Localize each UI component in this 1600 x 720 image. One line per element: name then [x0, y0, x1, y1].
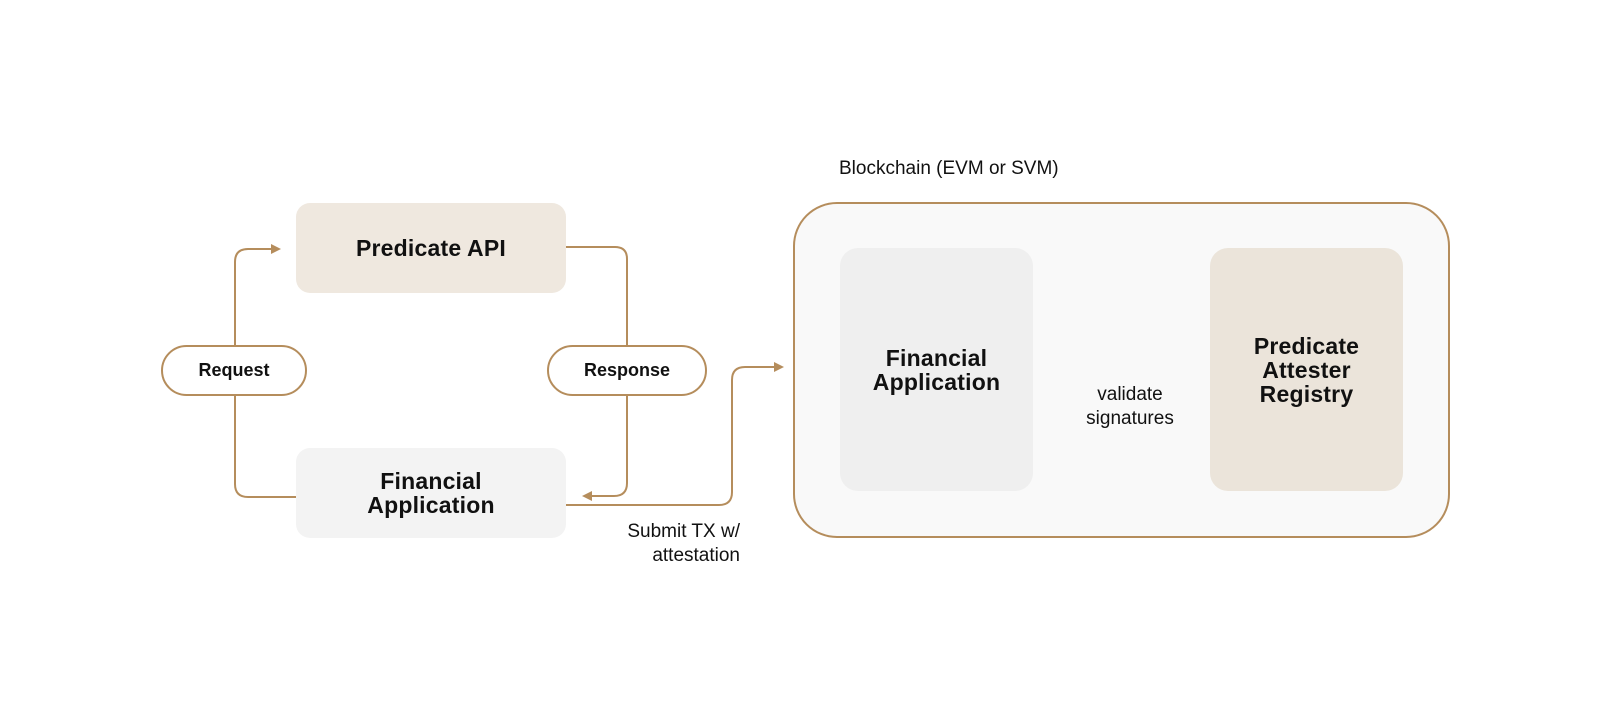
attester-registry-label: Predicate Attester Registry: [1253, 332, 1360, 407]
submit-tx-label: Submit TX w/ attestation: [627, 521, 740, 566]
response-label: Response: [583, 360, 671, 380]
attester-registry-node: Predicate Attester Registry: [1210, 248, 1403, 491]
predicate-api-node: Predicate API: [296, 203, 566, 293]
financial-application-node: Financial Application: [296, 448, 566, 538]
blockchain-title: Blockchain (EVM or SVM): [839, 158, 1059, 179]
validate-signatures-label: validate signatures: [1086, 384, 1174, 429]
submit-tx-connector: [566, 362, 784, 506]
request-label: Request: [198, 360, 270, 380]
chain-financial-application-node: Financial Application: [840, 248, 1033, 491]
financial-application-label: Financial Application: [367, 468, 495, 518]
request-pill: Request: [161, 345, 307, 396]
chain-financial-application-label: Financial Application: [872, 344, 1001, 395]
predicate-api-label: Predicate API: [355, 235, 507, 261]
response-pill: Response: [547, 345, 707, 396]
